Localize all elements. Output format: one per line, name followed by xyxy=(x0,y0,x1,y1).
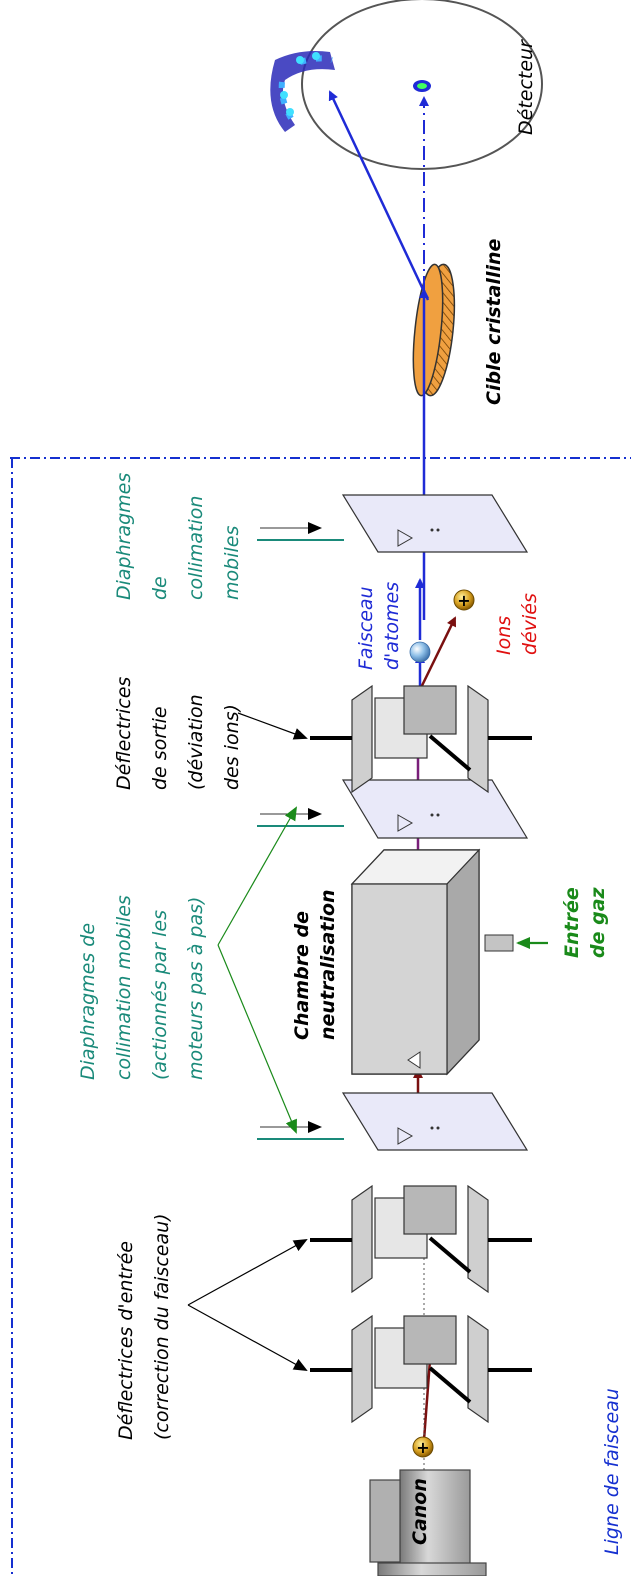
sortie-line-3: (déviation xyxy=(185,694,207,790)
atom-particle xyxy=(409,641,431,663)
label-diaph-mobiles: Diaphragmes de collimation mobiles xyxy=(113,473,243,600)
ion-particle-deviated: + xyxy=(453,589,475,611)
entree-line-2: (correction du faisceau) xyxy=(151,1213,173,1440)
gaz-line-2: de gaz xyxy=(587,886,609,958)
chambre-line-2: neutralisation xyxy=(317,889,339,1040)
diffraction-pattern xyxy=(270,51,335,132)
diaphragm-middle xyxy=(257,779,529,839)
ion-particle-source: + xyxy=(412,1436,434,1458)
deflector-entrance-2 xyxy=(310,1314,532,1424)
label-entree-gaz: Entrée de gaz xyxy=(561,886,609,958)
svg-text:+: + xyxy=(457,591,470,610)
detector-label: Détecteur xyxy=(515,39,537,135)
label-diaph-moteurs: Diaphragmes de collimation mobiles (acti… xyxy=(77,895,207,1080)
diaphragm-entrance xyxy=(257,1092,529,1151)
pointer-arrows xyxy=(187,712,308,1371)
target-label: Cible cristalline xyxy=(483,239,505,405)
ligne-faisceau-label: Ligne de faisceau xyxy=(601,1388,623,1555)
diaph-mobiles-line-1: Diaphragmes xyxy=(113,473,135,600)
moteurs-line-3: (actionnés par les xyxy=(149,910,171,1080)
ions-line-1: Ions xyxy=(493,616,515,655)
diaph-mobiles-line-2: de xyxy=(149,576,171,600)
crystal-target xyxy=(412,263,456,397)
moteurs-line-2: collimation mobiles xyxy=(113,895,135,1080)
deflector-exit xyxy=(310,684,532,794)
diaph-mobiles-line-4: mobiles xyxy=(221,526,243,600)
moteurs-line-4: moteurs pas à pas) xyxy=(185,897,207,1080)
faisceau-line-1: Faisceau xyxy=(355,586,377,670)
sortie-line-1: Déflectrices xyxy=(113,677,135,790)
label-chambre: Chambre de neutralisation xyxy=(291,889,339,1040)
label-deflect-entree: Déflectrices d'entrée (correction du fai… xyxy=(115,1213,173,1440)
diaphragm-exit xyxy=(257,494,529,553)
svg-text:+: + xyxy=(416,1438,429,1457)
moteurs-line-1: Diaphragmes de xyxy=(77,923,99,1080)
detector xyxy=(270,0,543,170)
label-deflect-sortie: Déflectrices de sortie (déviation des io… xyxy=(113,677,243,790)
chambre-line-1: Chambre de xyxy=(291,911,313,1040)
gaz-line-1: Entrée xyxy=(561,887,583,958)
ions-line-2: déviés xyxy=(519,593,541,655)
direct-beam-spot xyxy=(413,80,431,92)
label-ions-devies: Ions déviés xyxy=(493,593,541,655)
diaph-mobiles-line-3: collimation xyxy=(185,496,207,600)
beamline-frame xyxy=(10,457,631,1576)
canon-label: Canon xyxy=(409,1478,431,1545)
deflector-entrance-1 xyxy=(310,1184,532,1294)
faisceau-line-2: d'atomes xyxy=(381,582,403,670)
sortie-line-4: des ions) xyxy=(221,704,243,790)
label-faisceau-atomes: Faisceau d'atomes xyxy=(355,582,403,670)
neutralisation-chamber xyxy=(350,848,548,1076)
entree-line-1: Déflectrices d'entrée xyxy=(115,1241,137,1440)
sortie-line-2: de sortie xyxy=(149,706,171,790)
canon xyxy=(369,1469,487,1576)
